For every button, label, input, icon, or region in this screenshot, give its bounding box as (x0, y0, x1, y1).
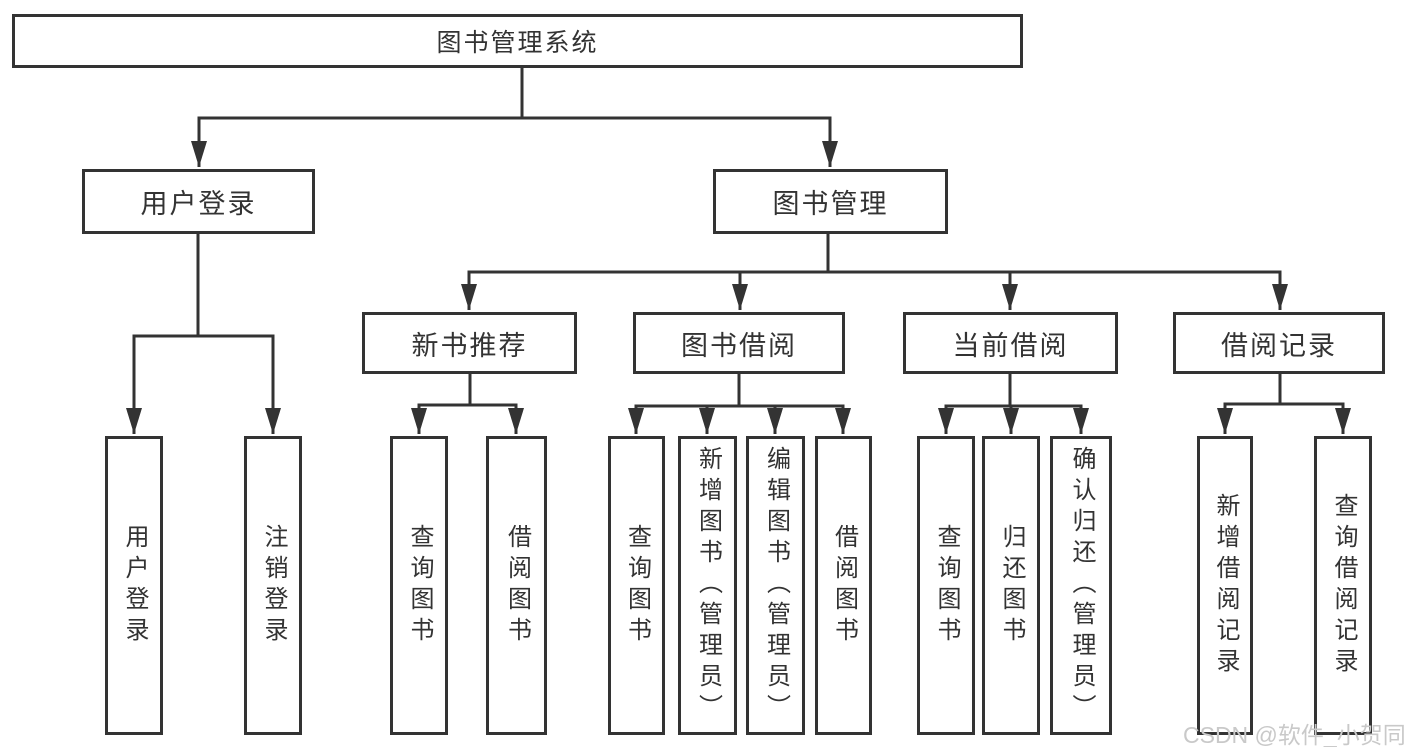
leaf-borrow-query: 查询图书 (608, 436, 665, 735)
node-root: 图书管理系统 (12, 14, 1023, 68)
leaf-current-confirm-label: 确认归还（管理员） (1068, 446, 1095, 725)
leaf-borrow-add-label: 新增图书（管理员） (694, 446, 722, 725)
connector-book-borrow (628, 374, 851, 434)
leaf-borrow-add: 新增图书（管理员） (678, 436, 737, 735)
leaf-newbooks-borrow-label: 借阅图书 (503, 523, 531, 648)
leaf-records-query-label: 查询借阅记录 (1330, 492, 1357, 679)
node-borrow-records: 借阅记录 (1173, 312, 1385, 374)
connector-borrow-records (1217, 374, 1351, 434)
leaf-current-query: 查询图书 (917, 436, 975, 735)
connector-book-mgmt (461, 234, 1288, 310)
leaf-newbooks-query-label: 查询图书 (406, 523, 433, 648)
leaf-user-login-label: 用户登录 (121, 523, 148, 648)
leaf-current-confirm: 确认归还（管理员） (1050, 436, 1112, 735)
leaf-logout: 注销登录 (244, 436, 302, 735)
node-current-borrow: 当前借阅 (903, 312, 1118, 374)
leaf-records-add-label: 新增借阅记录 (1212, 492, 1239, 679)
leaf-logout-label: 注销登录 (260, 523, 287, 648)
leaf-borrow-query-label: 查询图书 (623, 523, 651, 648)
leaf-records-add: 新增借阅记录 (1197, 436, 1253, 735)
node-book-mgmt: 图书管理 (713, 169, 948, 234)
leaf-borrow-borrow-label: 借阅图书 (830, 523, 858, 648)
leaf-newbooks-query: 查询图书 (390, 436, 448, 735)
connector-root (191, 68, 838, 167)
connector-new-books (411, 374, 524, 434)
leaf-user-login: 用户登录 (105, 436, 163, 735)
leaf-newbooks-borrow: 借阅图书 (486, 436, 547, 735)
connector-user-login (126, 234, 281, 434)
connector-current-borrow (938, 374, 1089, 434)
leaf-current-query-label: 查询图书 (933, 523, 960, 648)
watermark: CSDN @软件_小贺同学 (1183, 722, 1405, 747)
node-user-login: 用户登录 (82, 169, 315, 234)
node-book-borrow: 图书借阅 (633, 312, 845, 374)
leaf-borrow-edit-label: 编辑图书（管理员） (762, 446, 790, 725)
leaf-current-return: 归还图书 (982, 436, 1040, 735)
leaf-borrow-borrow: 借阅图书 (815, 436, 872, 735)
leaf-current-return-label: 归还图书 (998, 523, 1025, 648)
node-new-books: 新书推荐 (362, 312, 577, 374)
leaf-borrow-edit: 编辑图书（管理员） (746, 436, 805, 735)
leaf-records-query: 查询借阅记录 (1314, 436, 1372, 735)
